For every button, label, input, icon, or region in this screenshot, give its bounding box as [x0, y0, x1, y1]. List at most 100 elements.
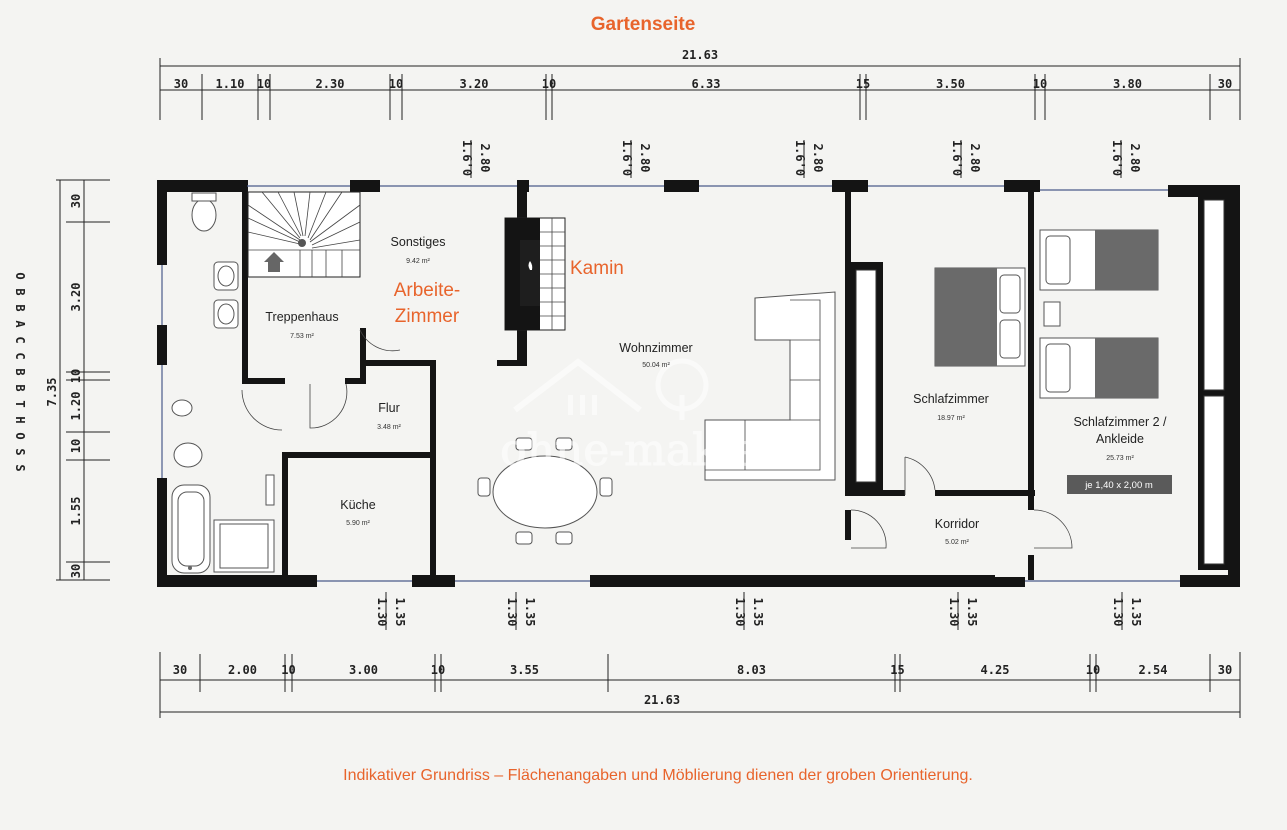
watermark: ohne-makler	[500, 358, 781, 477]
side-label-letter: B	[13, 368, 27, 375]
room-korridor-area: 5.02 m²	[945, 539, 969, 546]
bed-schlafzimmer	[934, 267, 1026, 367]
bottom-window-label-a: 1.30	[375, 598, 389, 627]
side-label-letter: O	[13, 432, 27, 439]
top-segment-dimension: 1.10	[216, 77, 245, 91]
bed-size-badge	[1067, 475, 1172, 494]
windows	[161, 185, 1180, 582]
side-label-letter: O	[13, 272, 27, 279]
top-window-label-b: 2.80	[968, 144, 982, 173]
bottom-window-label-b: 1.35	[393, 598, 407, 627]
door-swings	[241, 329, 1073, 549]
bottom-segment-dimension: 10	[281, 663, 295, 677]
dining-table	[477, 437, 613, 545]
bottom-segment-dimension: 2.54	[1139, 663, 1168, 677]
staircase	[247, 191, 361, 278]
room-sonstiges-name: Sonstiges	[391, 235, 446, 249]
left-segment-dimension: 1.55	[69, 497, 83, 526]
bottom-segment-dimension: 3.00	[349, 663, 378, 677]
bottom-segment-dimension: 30	[1218, 663, 1232, 677]
bottom-window-label-b: 1.35	[965, 598, 979, 627]
room-schlafzimmer2-line1: Schlafzimmer 2 /	[1073, 415, 1167, 429]
wardrobe-schlafzimmer2	[1198, 195, 1228, 570]
room-schlafzimmer-area: 18.97 m²	[937, 415, 965, 422]
sofa	[704, 291, 836, 481]
bed-schlafzimmer2-bottom	[1039, 337, 1159, 399]
room-wohnzimmer-name: Wohnzimmer	[619, 341, 692, 355]
room-flur-area: 3.48 m²	[377, 424, 401, 431]
top-window-label-b: 2.80	[811, 144, 825, 173]
top-window-label-a: 1.6'0	[793, 140, 807, 176]
bed-size-badge-text: je 1,40 x 2,00 m	[1084, 480, 1153, 491]
top-segment-dimension: 6.33	[692, 77, 721, 91]
bottom-segment-dimension: 10	[431, 663, 445, 677]
top-segment-dimension: 3.20	[460, 77, 489, 91]
room-kueche-name: Küche	[340, 498, 375, 512]
bottom-window-label-a: 1.30	[505, 598, 519, 627]
wardrobe-schlafzimmer	[848, 262, 883, 490]
footer-note: Indikativer Grundriss – Flächenangaben u…	[343, 767, 973, 784]
page-title: Gartenseite	[591, 14, 696, 35]
left-segment-dimension: 10	[69, 439, 83, 453]
room-arbeite-line1: Arbeite-	[394, 280, 461, 301]
bottom-window-label-a: 1.30	[1111, 598, 1125, 627]
room-wohnzimmer-area: 50.04 m²	[642, 362, 670, 369]
side-label-letter: B	[13, 384, 27, 391]
bottom-window-label-a: 1.30	[733, 598, 747, 627]
height-total-dimension: 7.35	[45, 378, 59, 407]
bed-schlafzimmer2-top	[1039, 229, 1159, 291]
bottom-window-label-b: 1.35	[1129, 598, 1143, 627]
nightstand	[1043, 301, 1061, 327]
top-segment-dimension: 30	[1218, 77, 1232, 91]
left-segment-dimension: 30	[69, 564, 83, 578]
room-sonstiges-area: 9.42 m²	[406, 258, 430, 265]
top-window-label-a: 1.6'0	[620, 140, 634, 176]
bottom-total-dimension: 21.63	[644, 693, 680, 707]
bottom-segment-dimension: 15	[890, 663, 904, 677]
top-segment-dimension: 30	[174, 77, 188, 91]
bottom-window-label-b: 1.35	[523, 598, 537, 627]
top-window-label-b: 2.80	[1128, 144, 1142, 173]
top-window-label-b: 2.80	[638, 144, 652, 173]
top-window-label-a: 1.6'0	[1110, 140, 1124, 176]
bottom-segment-dimension: 8.03	[737, 663, 766, 677]
room-treppenhaus-name: Treppenhaus	[265, 310, 338, 324]
top-window-label-a: 1.6'0	[950, 140, 964, 176]
top-segment-dimension: 10	[1033, 77, 1047, 91]
side-label-letter: A	[13, 320, 27, 328]
top-window-label-b: 2.80	[478, 144, 492, 173]
room-kueche-area: 5.90 m²	[346, 520, 370, 527]
room-treppenhaus-area: 7.53 m²	[290, 333, 314, 340]
top-segment-dimension: 10	[389, 77, 403, 91]
side-label-letter: H	[13, 416, 27, 423]
bottom-segment-dimension: 3.55	[510, 663, 539, 677]
bottom-segment-dimension: 10	[1086, 663, 1100, 677]
side-label-letter: T	[13, 400, 27, 407]
top-segment-dimension: 15	[856, 77, 870, 91]
watermark-text: ohne-makler	[500, 425, 781, 476]
bottom-segment-dimension: 2.00	[228, 663, 257, 677]
bottom-window-label-b: 1.35	[751, 598, 765, 627]
kamin-label: Kamin	[570, 258, 624, 279]
top-segment-dimension: 10	[542, 77, 556, 91]
room-flur-name: Flur	[378, 401, 400, 415]
left-segment-dimension: 1.20	[69, 392, 83, 421]
side-label-letter: S	[13, 448, 27, 455]
bottom-window-label-a: 1.30	[947, 598, 961, 627]
top-total-dimension: 21.63	[682, 48, 718, 62]
top-segment-dimension: 2.30	[316, 77, 345, 91]
bathroom-fixtures	[171, 192, 275, 574]
left-segment-dimension: 30	[69, 194, 83, 208]
room-schlafzimmer-name: Schlafzimmer	[913, 392, 989, 406]
side-label-letter: C	[13, 352, 27, 359]
room-labels: Sonstiges 9.42 m² Arbeite- Zimmer Kamin …	[265, 235, 1172, 546]
side-label-letter: B	[13, 304, 27, 311]
room-schlafzimmer2-line2: Ankleide	[1096, 432, 1144, 446]
top-segment-dimension: 3.50	[936, 77, 965, 91]
bottom-window-labels: 1.30 1.35 1.30 1.35 1.30 1.35 1.30 1.35 1.30 1.35	[375, 592, 1143, 630]
side-label-letter: S	[13, 464, 27, 471]
